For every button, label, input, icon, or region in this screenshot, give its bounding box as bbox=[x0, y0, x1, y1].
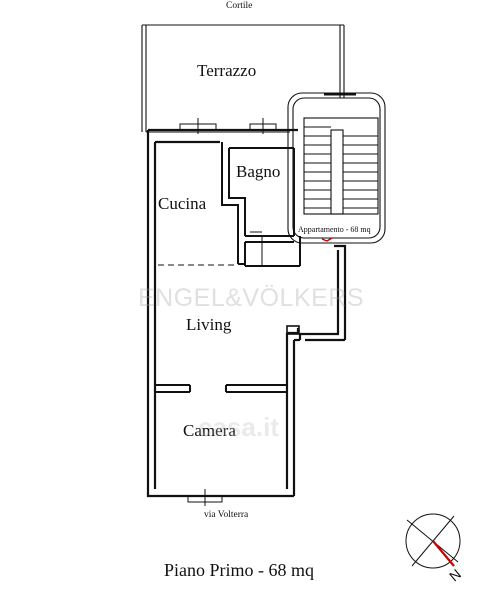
top-openings bbox=[179, 118, 277, 134]
terrace-label: Terrazzo bbox=[197, 61, 257, 80]
street-label: via Volterra bbox=[204, 510, 249, 520]
stair-core bbox=[287, 92, 386, 244]
living-label: Living bbox=[186, 315, 232, 334]
agency-watermark: ENGEL&VÖLKERS bbox=[138, 284, 365, 312]
apartment-walls bbox=[146, 128, 347, 498]
apartment-area-label: Appartamento - 68 mq bbox=[298, 225, 371, 234]
bathroom-label: Bagno bbox=[236, 162, 281, 181]
bedroom-partition bbox=[155, 384, 287, 393]
living-niche bbox=[286, 325, 300, 335]
portal-watermark: casa.it bbox=[198, 412, 279, 442]
kitchen-label: Cucina bbox=[158, 194, 207, 213]
terrace-outline bbox=[141, 24, 345, 133]
entrance-marker bbox=[321, 237, 333, 242]
bottom-opening bbox=[187, 489, 223, 506]
bedroom-label: Camera bbox=[183, 421, 236, 440]
compass-rose bbox=[405, 513, 461, 569]
bathroom-walls bbox=[221, 142, 301, 267]
floor-caption: Piano Primo - 68 mq bbox=[164, 560, 315, 580]
courtyard-label: Cortile bbox=[226, 1, 253, 11]
